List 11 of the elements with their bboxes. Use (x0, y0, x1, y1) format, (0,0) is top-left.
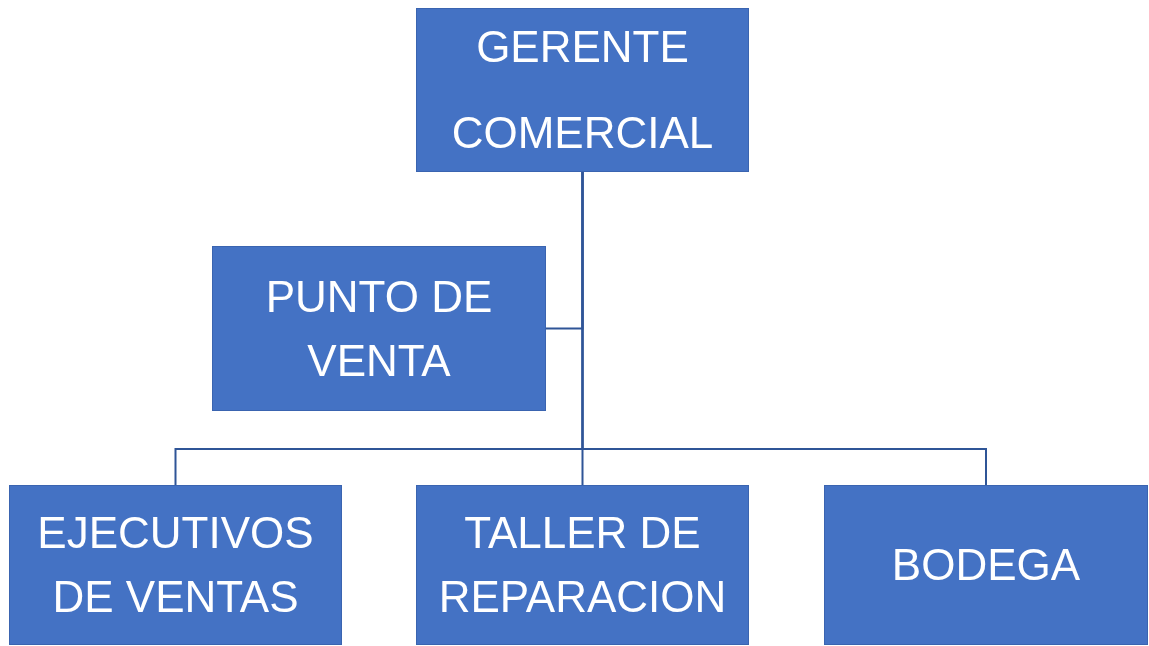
box-label: GERENTE COMERCIAL (450, 21, 715, 159)
box-label: EJECUTIVOS DE VENTAS (36, 507, 315, 623)
box-label: PUNTO DE VENTA (264, 270, 494, 387)
org-box (416, 8, 749, 172)
org-box (212, 246, 546, 411)
box-label: TALLER DE REPARACION (437, 507, 728, 623)
connector-line (581, 171, 987, 486)
box-label: BODEGA (891, 539, 1081, 592)
org-box (9, 485, 342, 645)
org-box (416, 485, 749, 645)
org-box (824, 485, 1148, 645)
